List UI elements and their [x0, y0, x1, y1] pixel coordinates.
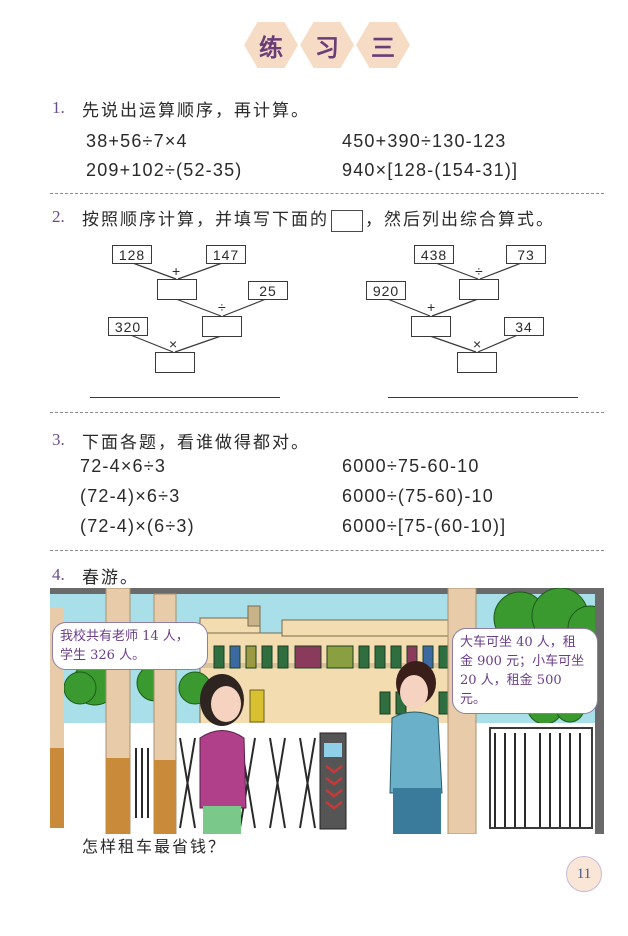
q3-expr-1: 72-4×6÷3 — [80, 456, 167, 476]
bubble-line: 20 人，租金 500 元。 — [460, 673, 562, 707]
diagram-connector-lines — [127, 261, 525, 353]
answer-box[interactable] — [157, 279, 197, 300]
answer-box[interactable] — [202, 316, 242, 337]
q2-number: 2. — [52, 207, 65, 226]
q3-prompt: 下面各题，看谁做得都对。 — [82, 433, 310, 453]
q3-expr-3: (72-4)×6÷3 — [80, 486, 181, 506]
q4-number: 4. — [52, 565, 65, 584]
q3-expr-4: 6000÷(75-60)-10 — [342, 486, 494, 506]
number-box: 920 — [366, 281, 406, 300]
q3-expr-5: (72-4)×(6÷3) — [80, 516, 195, 536]
page-number: 11 — [566, 856, 602, 892]
answer-box[interactable] — [411, 316, 451, 337]
title-char: 习 — [315, 32, 339, 62]
number-box: 34 — [504, 317, 544, 336]
divider — [50, 550, 604, 551]
q2-prompt-after: ，然后列出综合算式。 — [365, 210, 555, 230]
number-box: 438 — [414, 245, 454, 264]
number-box: 320 — [108, 317, 148, 336]
bubble-line: 大车可坐 40 人，租 — [460, 635, 576, 650]
multiply-operator: × — [473, 336, 482, 352]
answer-box[interactable] — [459, 279, 499, 300]
number-box: 128 — [112, 245, 152, 264]
bubble-line: 我校共有老师 14 人， — [60, 629, 189, 644]
q1-expr-1: 38+56÷7×4 — [86, 131, 188, 151]
q1-expr-2: 450+390÷130-123 — [342, 131, 507, 151]
number-box: 73 — [506, 245, 546, 264]
spring-outing-illustration: 我校共有老师 14 人， 学生 326 人。 大车可坐 40 人，租 金 900… — [50, 588, 604, 834]
q3-expr-6: 6000÷[75-(60-10)] — [342, 516, 507, 536]
q1-prompt: 先说出运算顺序，再计算。 — [82, 101, 310, 121]
bubble-line: 学生 326 人。 — [60, 648, 146, 663]
speech-bubble-bus-rental: 大车可坐 40 人，租 金 900 元；小车可坐 20 人，租金 500 元。 — [452, 628, 598, 714]
q1-expr-3: 209+102÷(52-35) — [86, 160, 243, 180]
number-box: 147 — [206, 245, 246, 264]
blank-box-icon — [331, 209, 363, 232]
bubble-line: 金 900 元；小车可坐 — [460, 654, 585, 669]
answer-box[interactable] — [457, 352, 497, 373]
divide-operator: ÷ — [218, 299, 226, 315]
q3-expr-2: 6000÷75-60-10 — [342, 456, 480, 476]
divider — [50, 193, 604, 194]
answer-line[interactable] — [90, 397, 280, 398]
plus-operator: + — [427, 299, 436, 315]
q2-prompt: 按照顺序计算，并填写下面的 ，然后列出综合算式。 — [82, 205, 555, 232]
q1-number: 1. — [52, 98, 65, 117]
title-char: 三 — [371, 32, 395, 62]
speech-bubble-teacher-count: 我校共有老师 14 人， 学生 326 人。 — [52, 622, 208, 670]
q2-prompt-before: 按照顺序计算，并填写下面的 — [82, 210, 329, 230]
answer-line[interactable] — [388, 397, 578, 398]
q4-question: 怎样租车最省钱？ — [82, 837, 227, 856]
multiply-operator: × — [169, 336, 178, 352]
divide-operator: ÷ — [475, 263, 483, 279]
q1-expr-4: 940×[128-(154-31)] — [342, 160, 519, 180]
divider — [50, 412, 604, 413]
q4-title: 春游。 — [82, 568, 139, 588]
title-char: 练 — [259, 32, 283, 62]
number-box: 25 — [248, 281, 288, 300]
plus-operator: + — [172, 263, 181, 279]
school-gate-scene-icon — [50, 588, 604, 834]
answer-box[interactable] — [155, 352, 195, 373]
q3-number: 3. — [52, 430, 65, 449]
